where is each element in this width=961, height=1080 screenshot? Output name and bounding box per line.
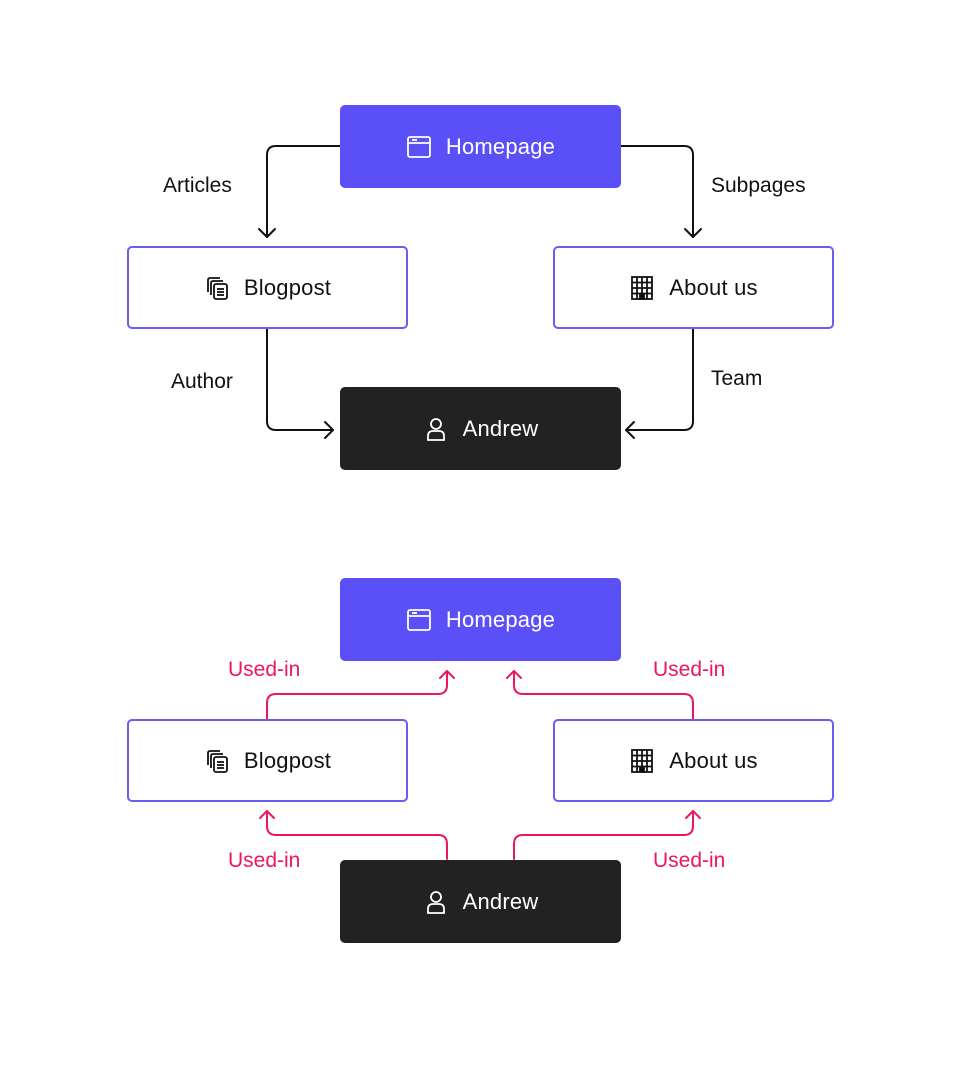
building-icon [629,748,655,774]
author-connector [266,328,334,431]
andrew-label: Andrew [462,415,539,441]
blogpost-node: Blogpost [127,719,408,802]
about-used-in-arrowhead [506,670,522,679]
blog-used-in-label: Used-in [228,658,301,681]
browser-window-icon [406,134,432,160]
team-connector [625,328,694,431]
blog-used-in-arrowhead [439,670,455,679]
user-icon [423,889,449,915]
articles-connector [266,145,341,238]
andrew-node: Andrew [340,860,621,943]
homepage-label: Homepage [445,133,556,159]
blogpost-label: Blogpost [243,747,332,773]
subpages-arrowhead [684,228,702,238]
homepage-label: Homepage [445,606,556,632]
about-us-label: About us [669,274,758,300]
team-arrowhead [625,421,635,439]
browser-window-icon [406,607,432,633]
subpages-connector [620,145,694,238]
blogpost-node: Blogpost [127,246,408,329]
about-used-in-connector [513,670,694,720]
documents-icon [204,275,230,301]
andrew-about-used-in-connector [513,810,694,860]
homepage-node: Homepage [340,105,621,188]
andrew-blog-used-in-arrowhead [259,810,275,819]
andrew-blog-used-in-connector [266,810,448,860]
articles-edge-label: Articles [163,174,232,197]
homepage-node: Homepage [340,578,621,661]
andrew-blog-used-in-label: Used-in [228,849,301,872]
subpages-edge-label: Subpages [711,174,806,197]
author-arrowhead [324,421,334,439]
about-us-node: About us [553,246,834,329]
andrew-node: Andrew [340,387,621,470]
about-used-in-label: Used-in [653,658,726,681]
andrew-label: Andrew [462,888,539,914]
andrew-about-used-in-label: Used-in [653,849,726,872]
user-icon [423,416,449,442]
blogpost-label: Blogpost [243,274,332,300]
about-us-node: About us [553,719,834,802]
andrew-about-used-in-arrowhead [685,810,701,819]
articles-arrowhead [258,228,276,238]
about-us-label: About us [669,747,758,773]
building-icon [629,275,655,301]
author-edge-label: Author [171,370,233,393]
blog-used-in-connector [266,670,448,720]
team-edge-label: Team [711,367,763,390]
documents-icon [204,748,230,774]
